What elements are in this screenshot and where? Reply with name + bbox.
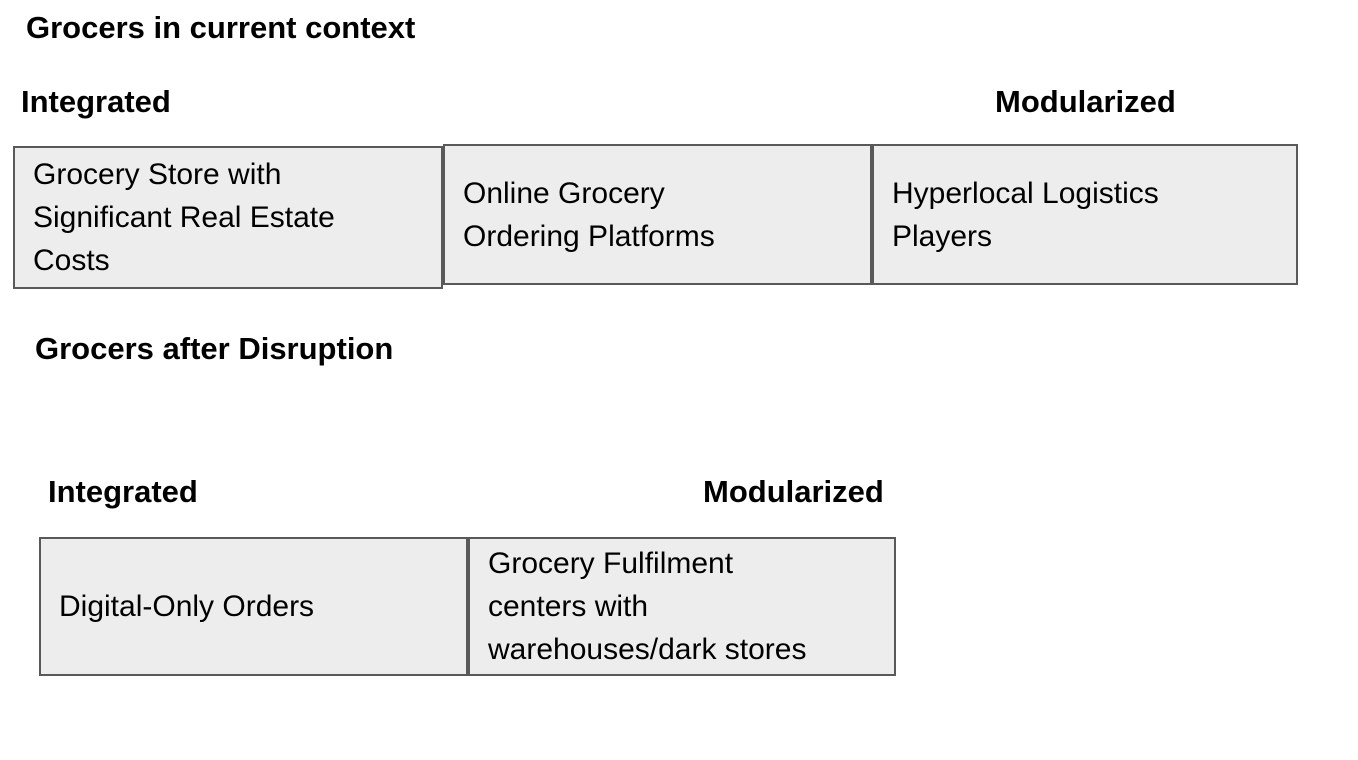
section-title-current-context: Grocers in current context xyxy=(26,10,416,45)
box-digital-only-orders-label: Digital-Only Orders xyxy=(59,590,315,623)
box-digital-only-orders: Digital-Only Orders xyxy=(39,537,468,676)
axis-label-integrated-after: Integrated xyxy=(48,474,198,509)
axis-label-integrated-current: Integrated xyxy=(21,84,171,119)
box-hyperlocal-logistics-players-label: Hyperlocal Logistics Players xyxy=(892,176,1159,253)
box-grocery-fulfilment-centers-label: Grocery Fulfilment centers with warehous… xyxy=(488,547,807,666)
box-grocery-store-real-estate-label: Grocery Store with Significant Real Esta… xyxy=(33,158,335,277)
box-online-grocery-ordering-platforms-label: Online Grocery Ordering Platforms xyxy=(463,176,715,253)
box-grocery-fulfilment-centers: Grocery Fulfilment centers with warehous… xyxy=(468,537,896,676)
axis-label-modularized-after: Modularized xyxy=(703,474,884,509)
box-grocery-store-real-estate: Grocery Store with Significant Real Esta… xyxy=(13,146,443,289)
axis-label-modularized-current: Modularized xyxy=(995,84,1176,119)
section-title-after-disruption: Grocers after Disruption xyxy=(35,331,394,366)
box-online-grocery-ordering-platforms: Online Grocery Ordering Platforms xyxy=(443,144,872,285)
box-hyperlocal-logistics-players: Hyperlocal Logistics Players xyxy=(872,144,1298,285)
